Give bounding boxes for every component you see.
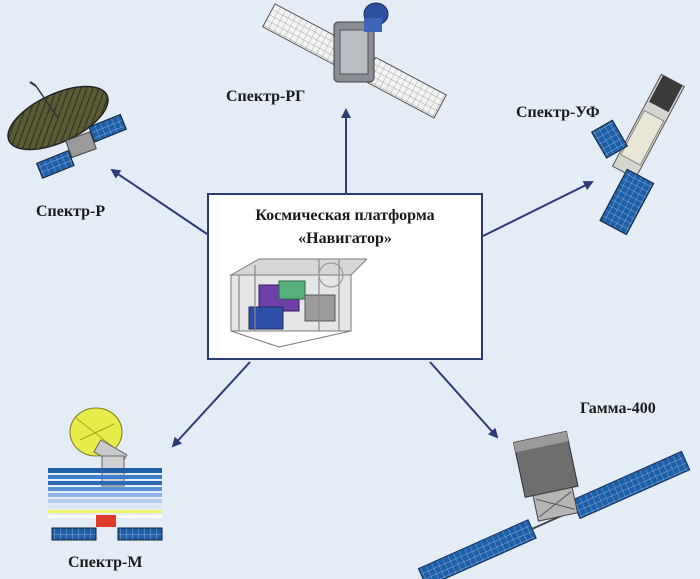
platform-title-line1: Космическая платформа (209, 207, 481, 225)
spektr-m-satellite-image (48, 408, 162, 540)
gamma-400-label: Гамма-400 (580, 400, 656, 418)
spektr-rg-label: Спектр-РГ (226, 88, 305, 106)
arrow-to-spektr-m (173, 362, 250, 446)
arrow-to-gamma-400 (430, 362, 497, 437)
arrow-to-spektr-uf (483, 182, 592, 236)
platform-title-line2: «Навигатор» (209, 230, 481, 248)
spektr-uf-satellite-image (592, 74, 685, 234)
navigator-platform-image (219, 251, 367, 351)
spektr-r-satellite-image (0, 73, 132, 178)
arrow-to-spektr-r (112, 170, 207, 234)
spektr-uf-label: Спектр-УФ (516, 104, 600, 122)
spektr-m-label: Спектр-М (68, 554, 142, 572)
center-platform-box: Космическая платформа «Навигатор» (207, 193, 483, 360)
gamma-400-satellite-image (418, 431, 689, 579)
spektr-r-label: Спектр-Р (36, 203, 105, 221)
